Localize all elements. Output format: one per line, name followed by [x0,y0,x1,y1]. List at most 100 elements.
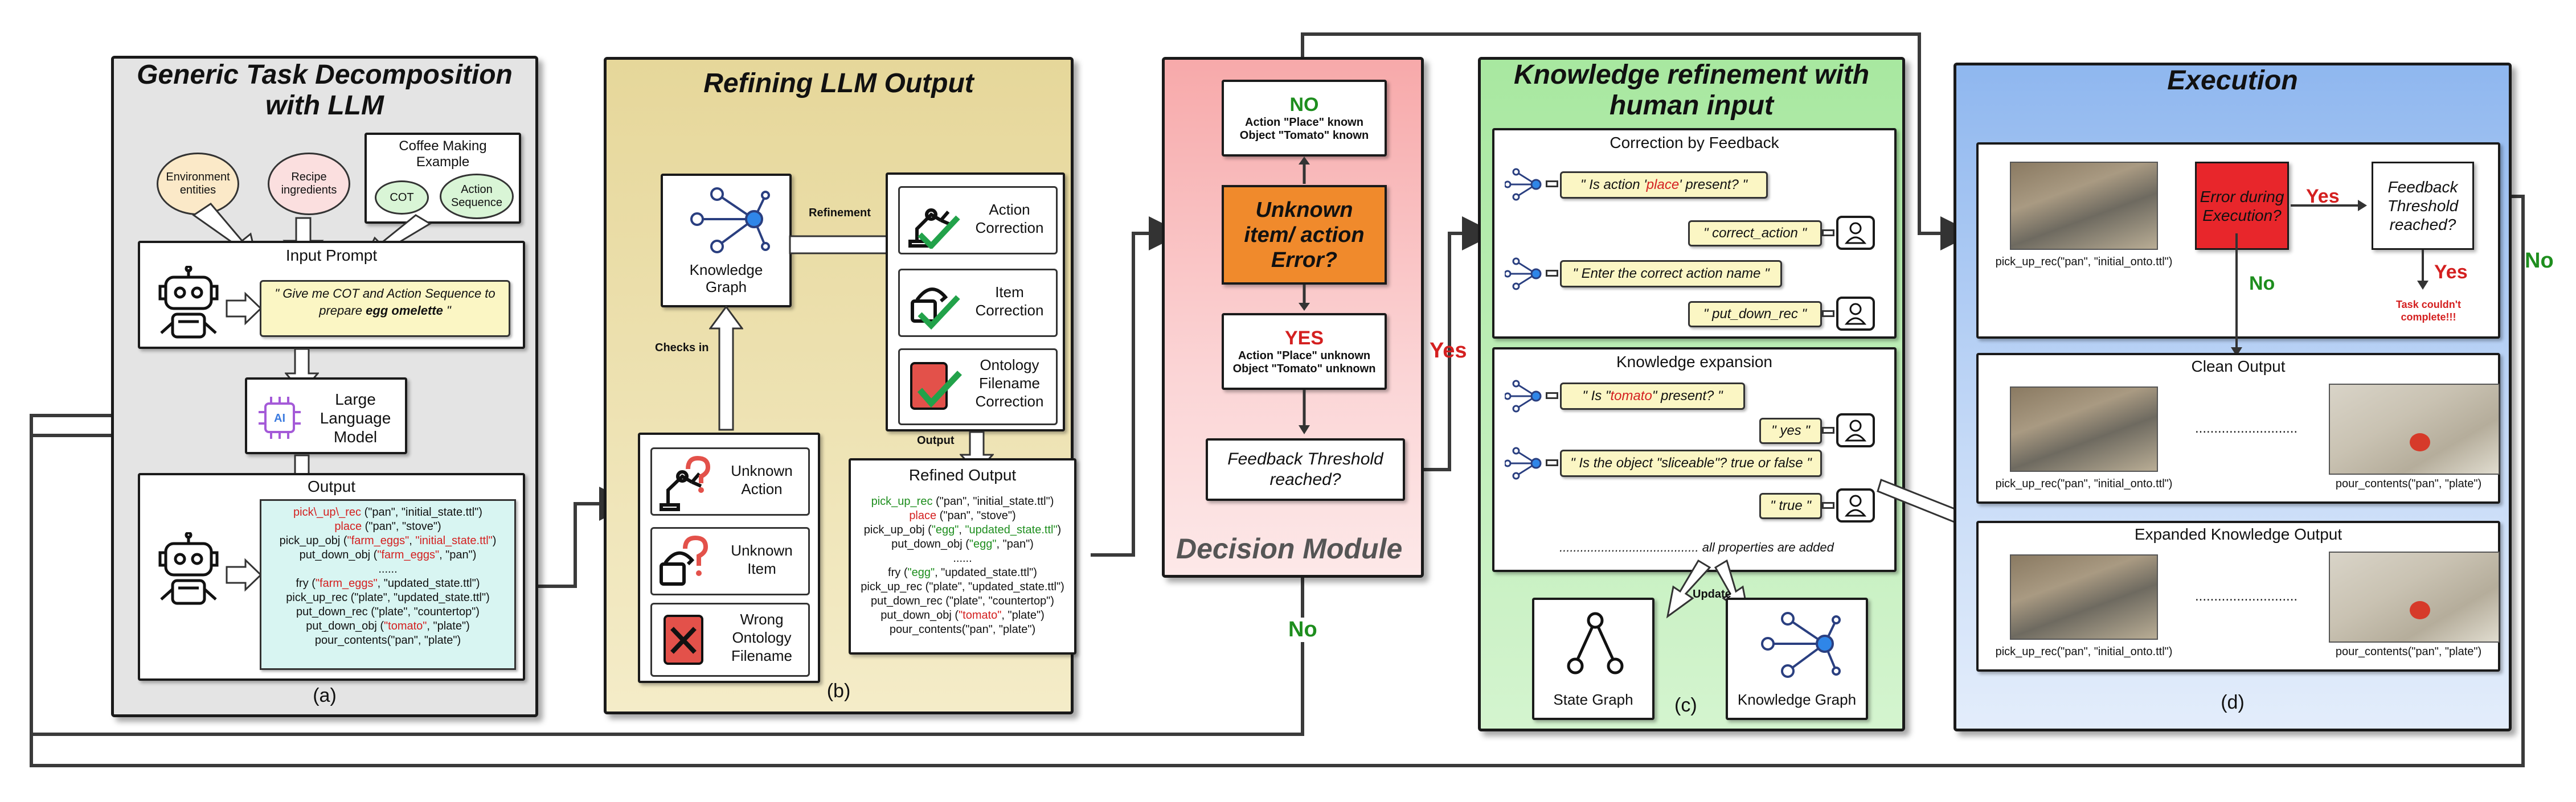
code-line: pick_up_obj ("farm_eggs", "initial_state… [264,534,512,548]
correction-feedback-title: Correction by Feedback [1610,134,1779,151]
code-segment: "egg" [931,524,959,536]
decision-yes-label: Yes [1430,339,1467,363]
code-segment: , "plate") [427,620,470,632]
execution-right-no-label: No [2525,249,2554,273]
user-icon [1836,216,1875,250]
clean-dots: ........................... [2195,421,2298,436]
known-box: NO Action "Place" known Object "Tomato" … [1222,80,1387,157]
code-segment: , [959,524,965,536]
code-line: place ("pan", "stove") [264,520,512,534]
decision-module-label: Decision Module [1176,533,1403,565]
small-graph-icon [1505,168,1542,201]
decision-down-arrow-2 [1299,390,1310,434]
panel-knowledge-refinement: Knowledge refinement with human input Co… [1478,57,1905,731]
unknown-item-item: Unknown Item [650,527,810,595]
expanded-start-caption: pick_up_rec("pan", "initial_onto.ttl") [1995,645,2173,658]
code-segment: ("pan", "stove") [936,509,1016,522]
llm-label: Large Language Model [320,390,391,446]
yes-title: YES [1284,327,1324,349]
code-segment: put_down_obj ( [880,609,959,622]
output-box: Output pick\_up\_rec ("pan", "initial_st… [138,473,525,681]
execution-no-label: No [2249,273,2275,294]
code-segment: ) [492,534,497,547]
user-icon [1836,297,1875,331]
code-segment: fry ( [888,566,908,579]
small-graph-icon [1505,257,1542,290]
checks-in-arrow [709,306,743,431]
answer-true: " true " [1759,493,1822,519]
expanded-start-image [2010,554,2158,640]
panel-c-sublabel: (c) [1674,694,1697,716]
code-segment: pick_up_obj ( [863,524,932,536]
question-enter-action: " Enter the correct action name " [1560,260,1782,287]
code-segment: ("pan", "initial_state.ttl") [361,506,482,519]
code-segment: "farm_eggs" [377,549,440,561]
kitchen-image [2010,162,2158,250]
code-segment: pick\_up\_rec [293,506,362,519]
code-segment: place [909,509,937,522]
code-line: put_down_obj ("egg", "pan") [851,537,1074,552]
expanded-dots: ........................... [2195,589,2298,604]
knowledge-expansion-title: Knowledge expansion [1616,353,1772,371]
svg-text:AI: AI [274,412,285,425]
panel-d-sublabel: (d) [2221,692,2245,713]
answer-put-down-rec: " put_down_rec " [1688,301,1822,327]
code-line: pick_up_obj ("egg", "updated_state.ttl") [851,523,1074,537]
refined-output-box: Refined Output pick_up_rec ("pan", "init… [849,458,1076,655]
code-segment: put_down_rec ("plate", "countertop") [871,595,1054,607]
question-sliceable: " Is the object "sliceable"? true or fal… [1560,450,1822,477]
prompt-text-box: " Give me COT and Action Sequence to pre… [260,280,510,337]
execution-threshold-box: Feedback Threshold reached? [2372,162,2474,250]
task-fail-label: Task couldn't complete!!! [2396,299,2461,323]
panel-decision-module: NO Action "Place" known Object "Tomato" … [1162,57,1424,578]
code-segment: pick_up_rec ("plate", "updated_state.ttl… [286,591,490,604]
execution-box: pick_up_rec("pan", "initial_onto.ttl") E… [1976,142,2500,339]
input-prompt-title: Input Prompt [285,246,378,264]
code-segment: fry ( [296,577,316,590]
refined-output-code: pick_up_rec ("pan", "initial_state.ttl")… [851,484,1074,637]
known-object-line: Object "Tomato" known [1239,129,1369,142]
code-segment: "egg" [969,538,997,550]
clean-start-image [2010,386,2158,472]
panel-task-decomposition: Generic Task Decomposition with LLM Envi… [111,56,538,717]
expanded-end-image [2329,552,2500,643]
cot-bubble: COT [375,180,429,215]
code-segment: pick_up_obj ( [279,534,347,547]
code-segment: pour_contents("pan", "plate") [314,634,461,647]
llm-output-code: pick\_up\_rec ("pan", "initial_state.ttl… [260,499,516,670]
clean-output-title: Clean Output [2191,357,2286,375]
pointer [1546,459,1558,466]
knowledge-expansion-box: Knowledge expansion " Is "tomato" presen… [1492,347,1897,572]
input-prompt-box: Input Prompt " Give me COT and Action Se… [138,241,525,349]
user-icon [1836,488,1875,523]
knowledge-graph-label: Knowledge Graph [689,261,763,295]
ontology-correction-item: Ontology Filename Correction [898,348,1058,425]
pointer [1822,310,1834,317]
error-decision-box: Error during Execution? [2195,162,2289,250]
robot-icon [158,532,219,605]
panel-d-title: Execution [2167,65,2298,96]
code-segment: ("pan", "initial_state.ttl") [932,495,1054,508]
recipe-ingredients-bubble: Recipe ingredients [268,153,350,215]
ontology-correction-label: Ontology Filename Correction [975,356,1044,410]
unknown-action-label: Unknown Action [731,462,793,497]
code-segment: ...... [953,552,972,565]
errors-box: Unknown Action Unknown Item Wrong Ontolo… [638,433,820,683]
wrong-ontology-label: Wrong Ontology Filename [731,611,792,664]
item-correction-item: Item Correction [898,269,1058,337]
update-label: Update [1693,588,1731,601]
threshold-down-arrow [2417,250,2428,290]
no-title: NO [1289,94,1319,116]
code-segment: ) [1057,524,1062,536]
code-segment: , "pan") [996,538,1034,550]
code-segment: , "updated_state.ttl") [935,566,1037,579]
code-segment: place [334,520,362,533]
arrow-b-to-decision [1091,216,1183,557]
pointer [1546,392,1558,399]
expanded-output-box: Expanded Knowledge Output pick_up_rec("p… [1976,521,2500,672]
execution-caption: pick_up_rec("pan", "initial_onto.ttl") [1995,256,2173,268]
code-segment: pick_up_rec [871,495,933,508]
state-graph-box: State Graph [1532,598,1654,720]
knowledge-graph-c-label: Knowledge Graph [1737,691,1857,708]
robot-icon [158,266,219,339]
